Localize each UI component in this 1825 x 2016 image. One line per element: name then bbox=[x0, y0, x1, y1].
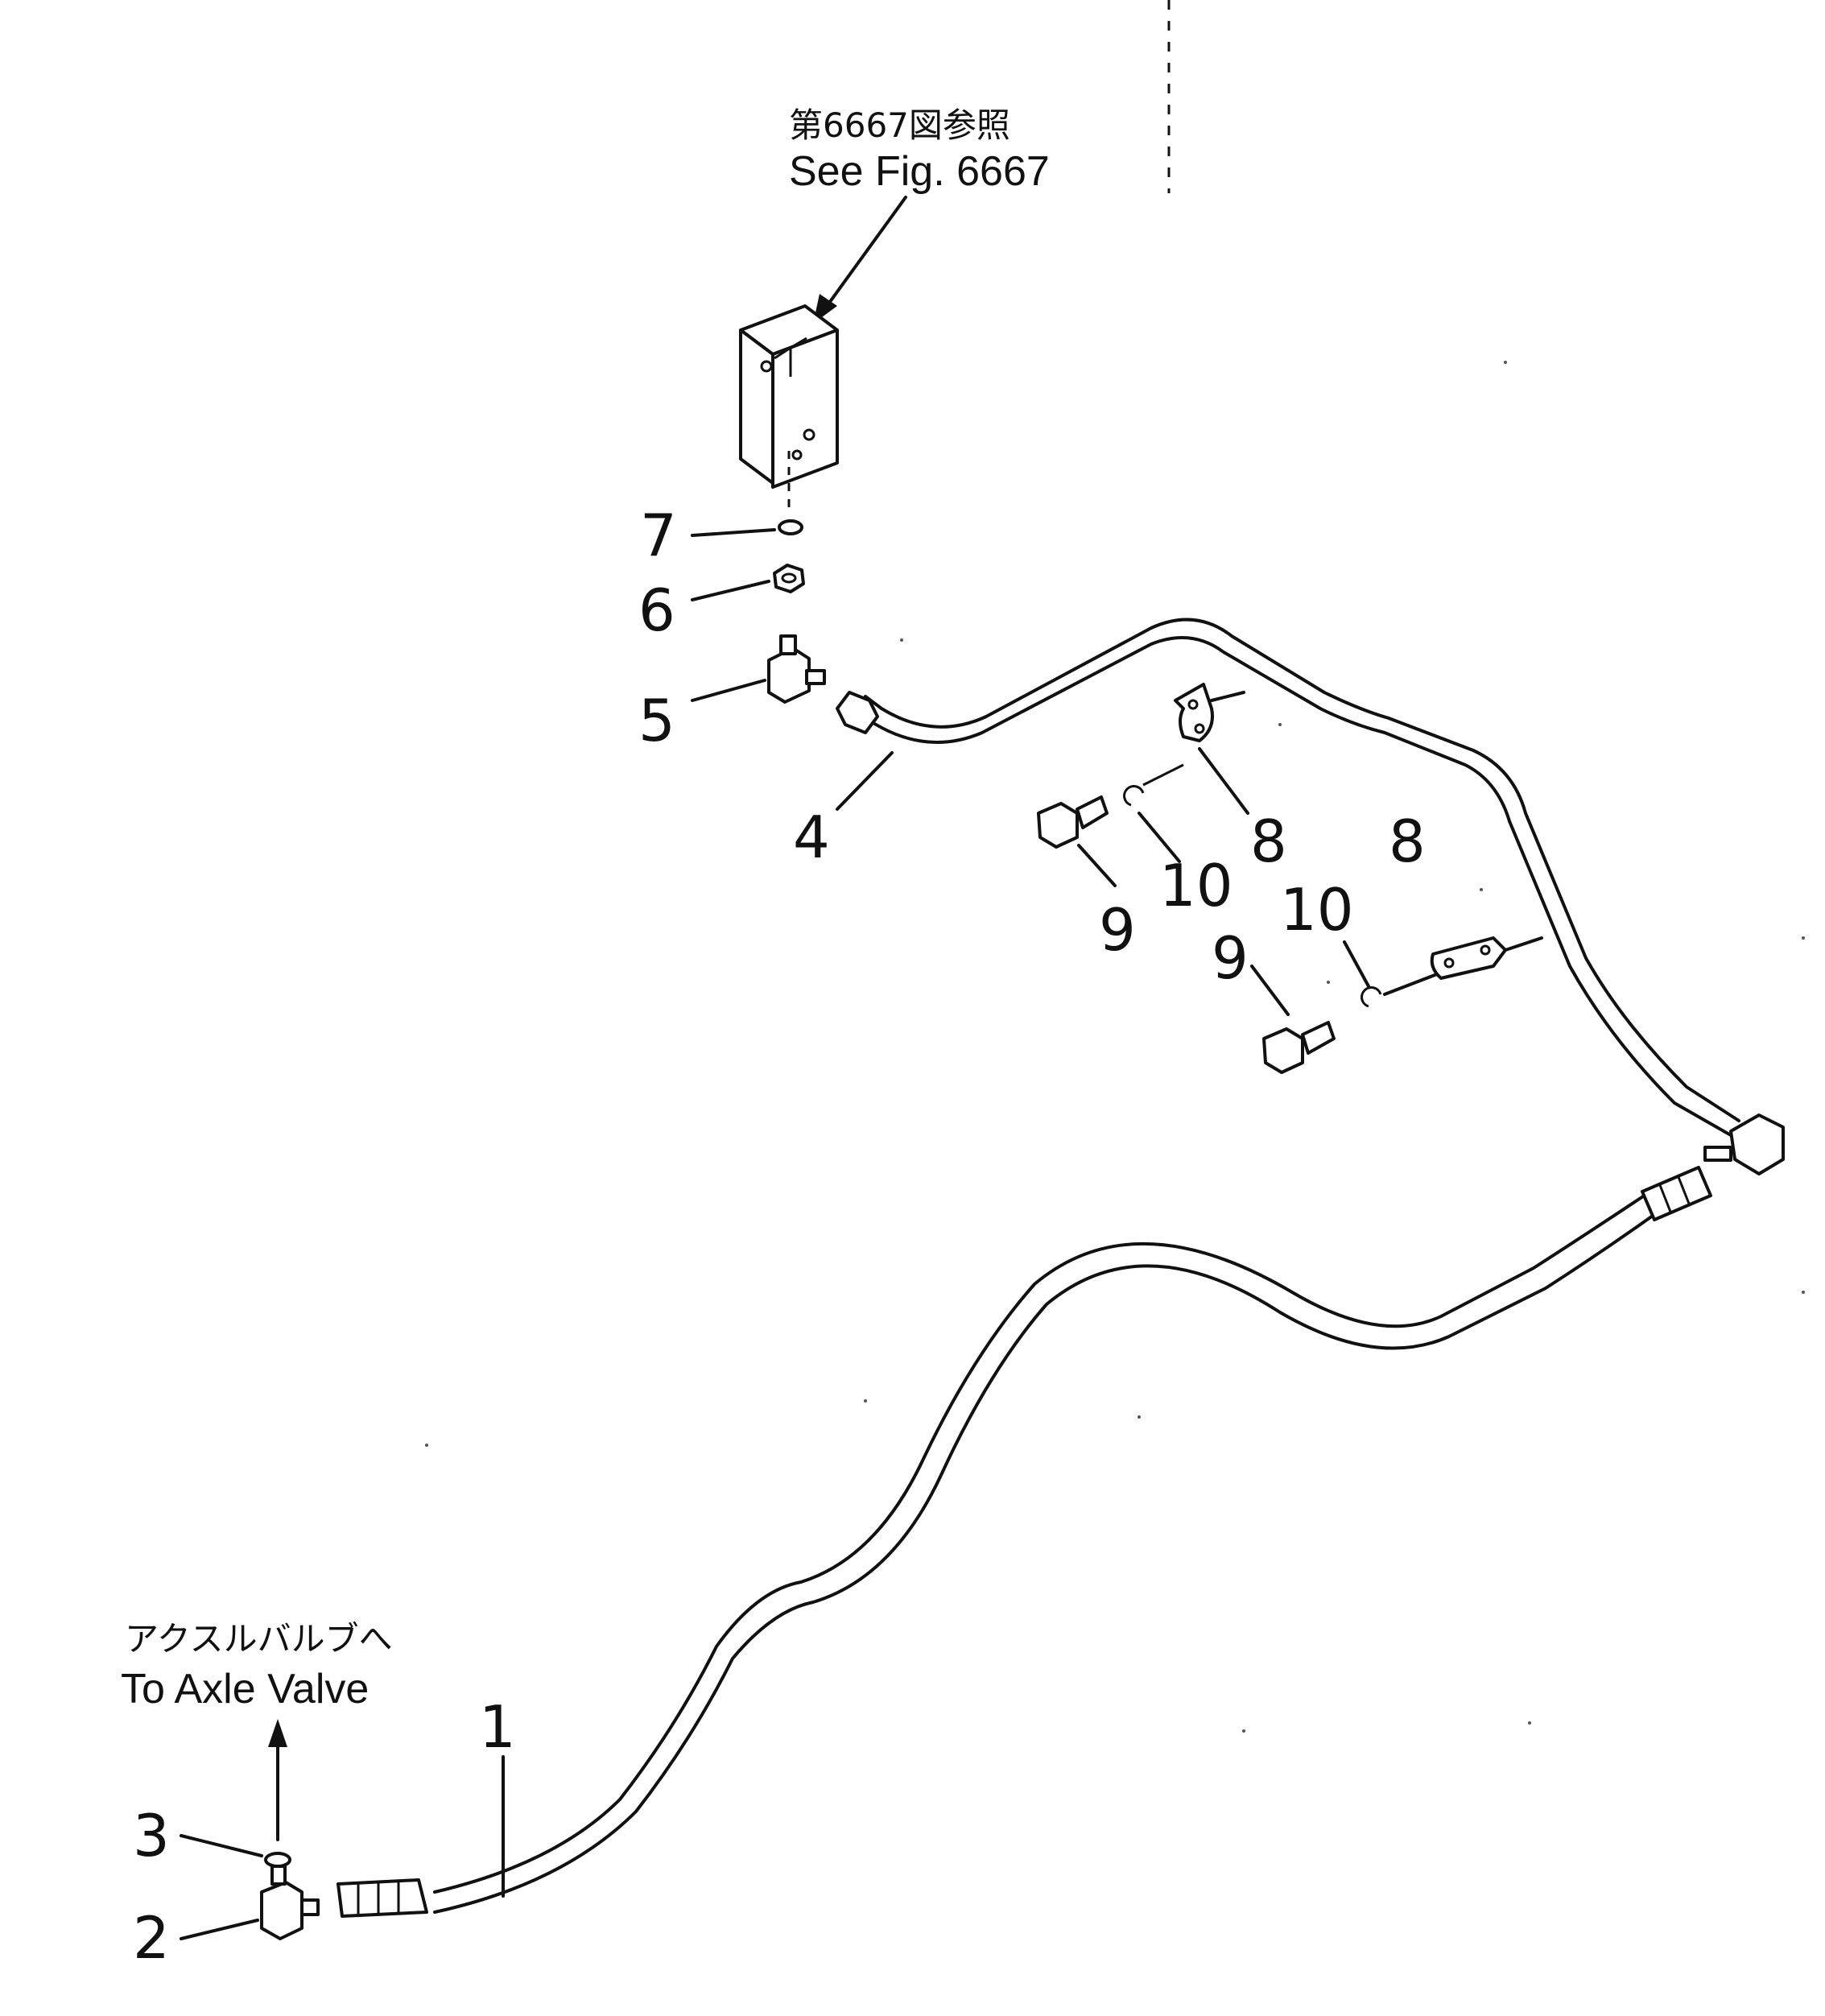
elbow-fitting-icon bbox=[260, 1865, 320, 1940]
clamp-8b-tie bbox=[1504, 936, 1543, 952]
label-8a-leader bbox=[1198, 747, 1249, 815]
part-label-3: 3 bbox=[133, 1802, 170, 1869]
label-9a-leader bbox=[1077, 844, 1117, 887]
label-10b-leader bbox=[1343, 940, 1370, 988]
label-3-leader bbox=[180, 1834, 263, 1857]
part-label-9a: 9 bbox=[1099, 896, 1136, 964]
o-ring-icon bbox=[264, 1852, 291, 1868]
elbow-fitting-icon bbox=[1703, 1113, 1785, 1175]
nut-icon bbox=[773, 564, 805, 593]
part-label-1: 1 bbox=[479, 1693, 516, 1761]
axle-valve-arrowhead bbox=[268, 1719, 287, 1747]
tube-icon bbox=[836, 618, 1740, 1137]
see-fig-arrow-line bbox=[820, 196, 907, 316]
washer-icon bbox=[1360, 986, 1382, 1008]
washer-icon bbox=[1123, 785, 1145, 807]
part-label-4: 4 bbox=[793, 804, 830, 871]
clamp-8a-tie bbox=[1210, 691, 1245, 702]
washer-10a-guide bbox=[1142, 763, 1184, 787]
bolt-icon bbox=[1262, 1021, 1336, 1074]
o-ring-icon bbox=[778, 519, 803, 535]
label-7-leader bbox=[691, 528, 776, 537]
valve-block-icon bbox=[739, 304, 839, 489]
part-label-5: 5 bbox=[638, 687, 675, 754]
part-label-7: 7 bbox=[640, 502, 677, 569]
part-label-9b: 9 bbox=[1212, 924, 1249, 992]
label-2-leader bbox=[180, 1919, 259, 1940]
label-8b-leader bbox=[1383, 973, 1439, 996]
part-label-10a: 10 bbox=[1159, 852, 1233, 919]
elbow-fitting-icon bbox=[767, 634, 826, 704]
to-axle-valve-en-label: To Axle Valve bbox=[121, 1666, 369, 1712]
part-label-8b: 8 bbox=[1389, 808, 1426, 875]
bolt-icon bbox=[1037, 795, 1109, 849]
part-label-2: 2 bbox=[133, 1904, 170, 1972]
part-label-8a: 8 bbox=[1250, 808, 1287, 875]
label-10a-leader bbox=[1138, 812, 1181, 863]
hose-icon bbox=[337, 1166, 1712, 1918]
scan-specks bbox=[425, 361, 1805, 1733]
label-6-leader bbox=[691, 580, 770, 601]
part-label-10b: 10 bbox=[1280, 876, 1354, 944]
label-5-leader bbox=[691, 679, 766, 702]
label-9b-leader bbox=[1250, 965, 1290, 1016]
see-fig-en-label: See Fig. 6667 bbox=[789, 148, 1050, 195]
clamp-icon bbox=[1430, 936, 1507, 980]
label-4-leader bbox=[836, 751, 894, 811]
see-fig-jp-label: 第6667図参照 bbox=[789, 105, 1010, 145]
clamp-icon bbox=[1174, 683, 1214, 742]
to-axle-valve-jp-label: アクスルバルブへ bbox=[125, 1619, 393, 1659]
part-label-6: 6 bbox=[638, 576, 675, 644]
